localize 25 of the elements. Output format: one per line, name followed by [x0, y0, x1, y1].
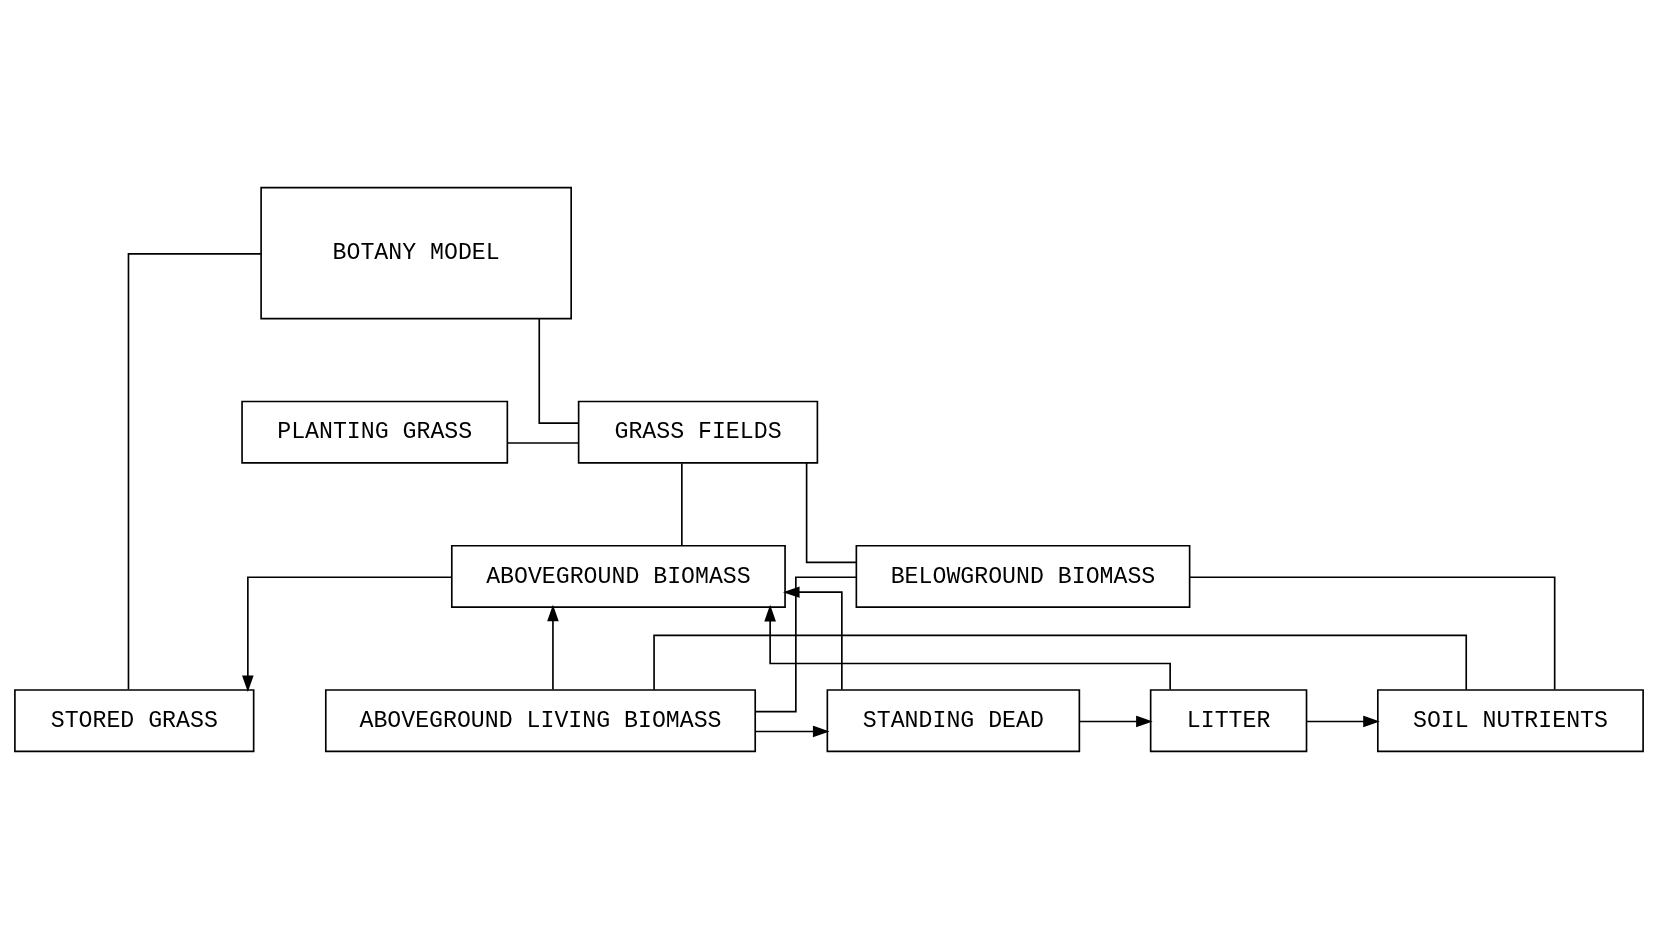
- connector: [1188, 576, 1556, 691]
- node-box: SOIL NUTRIENTS: [1377, 689, 1644, 753]
- connector: [754, 576, 857, 713]
- arrow: [242, 576, 453, 693]
- node-box: LITTER: [1149, 689, 1308, 753]
- arrow: [547, 604, 559, 691]
- connector: [538, 318, 580, 424]
- connector: [127, 253, 262, 691]
- arrow: [782, 586, 843, 691]
- node-box: BOTANY MODEL: [260, 186, 572, 320]
- node-box: ABOVEGROUND BIOMASS: [450, 544, 786, 608]
- arrow: [1306, 715, 1380, 728]
- arrow: [754, 725, 830, 738]
- arrow: [764, 604, 1171, 691]
- connector: [681, 462, 683, 547]
- connector: [653, 634, 1468, 691]
- node-box: ABOVEGROUND LIVING BIOMASS: [324, 689, 757, 753]
- arrow: [1078, 715, 1153, 728]
- node-box: STORED GRASS: [14, 689, 255, 753]
- node-box: GRASS FIELDS: [577, 400, 819, 464]
- connector: [506, 442, 580, 444]
- connector: [805, 462, 858, 564]
- node-box: PLANTING GRASS: [241, 400, 509, 464]
- node-box: STANDING DEAD: [826, 689, 1081, 753]
- node-box: BELOWGROUND BIOMASS: [855, 544, 1191, 608]
